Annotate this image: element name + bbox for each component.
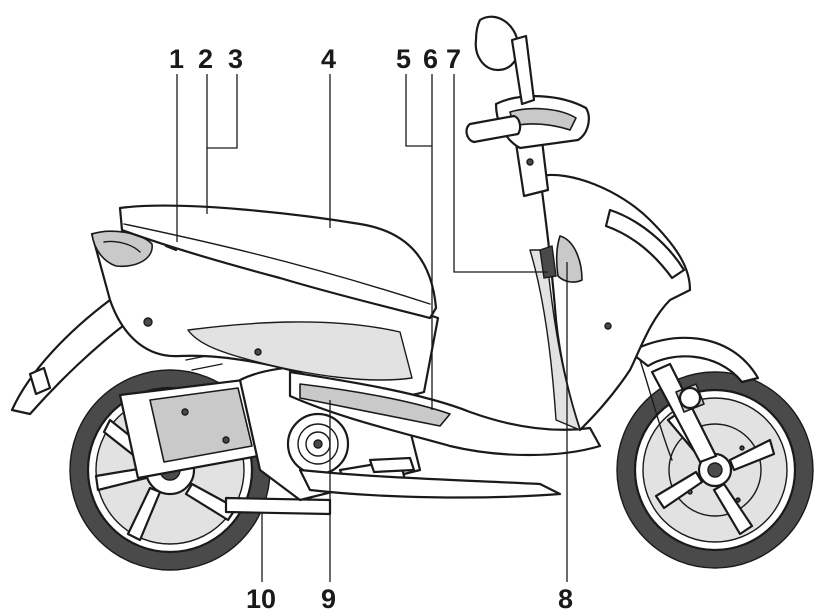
callout-9: 9 (321, 584, 336, 614)
front-fork (639, 359, 718, 464)
rear-side-panel (187, 321, 413, 381)
front-wheel (616, 371, 814, 569)
storage-hook (539, 245, 557, 279)
callout-3: 3 (228, 44, 243, 74)
tail-light (91, 230, 153, 268)
leg-shield-inner (529, 249, 581, 431)
front-panel (604, 208, 686, 280)
mirror (474, 15, 520, 72)
steering-column (465, 15, 590, 198)
storage-pocket (555, 235, 583, 283)
callout-10: 10 (246, 584, 276, 614)
callout-8: 8 (558, 584, 573, 614)
muffler (118, 376, 332, 516)
seat (118, 204, 438, 320)
callout-leaders (176, 74, 568, 582)
callout-2: 2 (198, 44, 213, 74)
callout-5: 5 (396, 44, 411, 74)
callout-4: 4 (321, 44, 336, 74)
callout-6: 6 (423, 44, 438, 74)
callout-numbers: 1 2 3 4 5 6 7 8 9 10 (169, 44, 573, 614)
floor-mat (299, 383, 451, 427)
front-fender (628, 336, 760, 384)
callout-1: 1 (169, 44, 184, 74)
side-stand-area (368, 456, 416, 474)
callout-7: 7 (446, 44, 461, 74)
handlebar-grip (465, 114, 522, 144)
license-bracket (28, 366, 52, 396)
lower-body-skirt (298, 468, 562, 499)
